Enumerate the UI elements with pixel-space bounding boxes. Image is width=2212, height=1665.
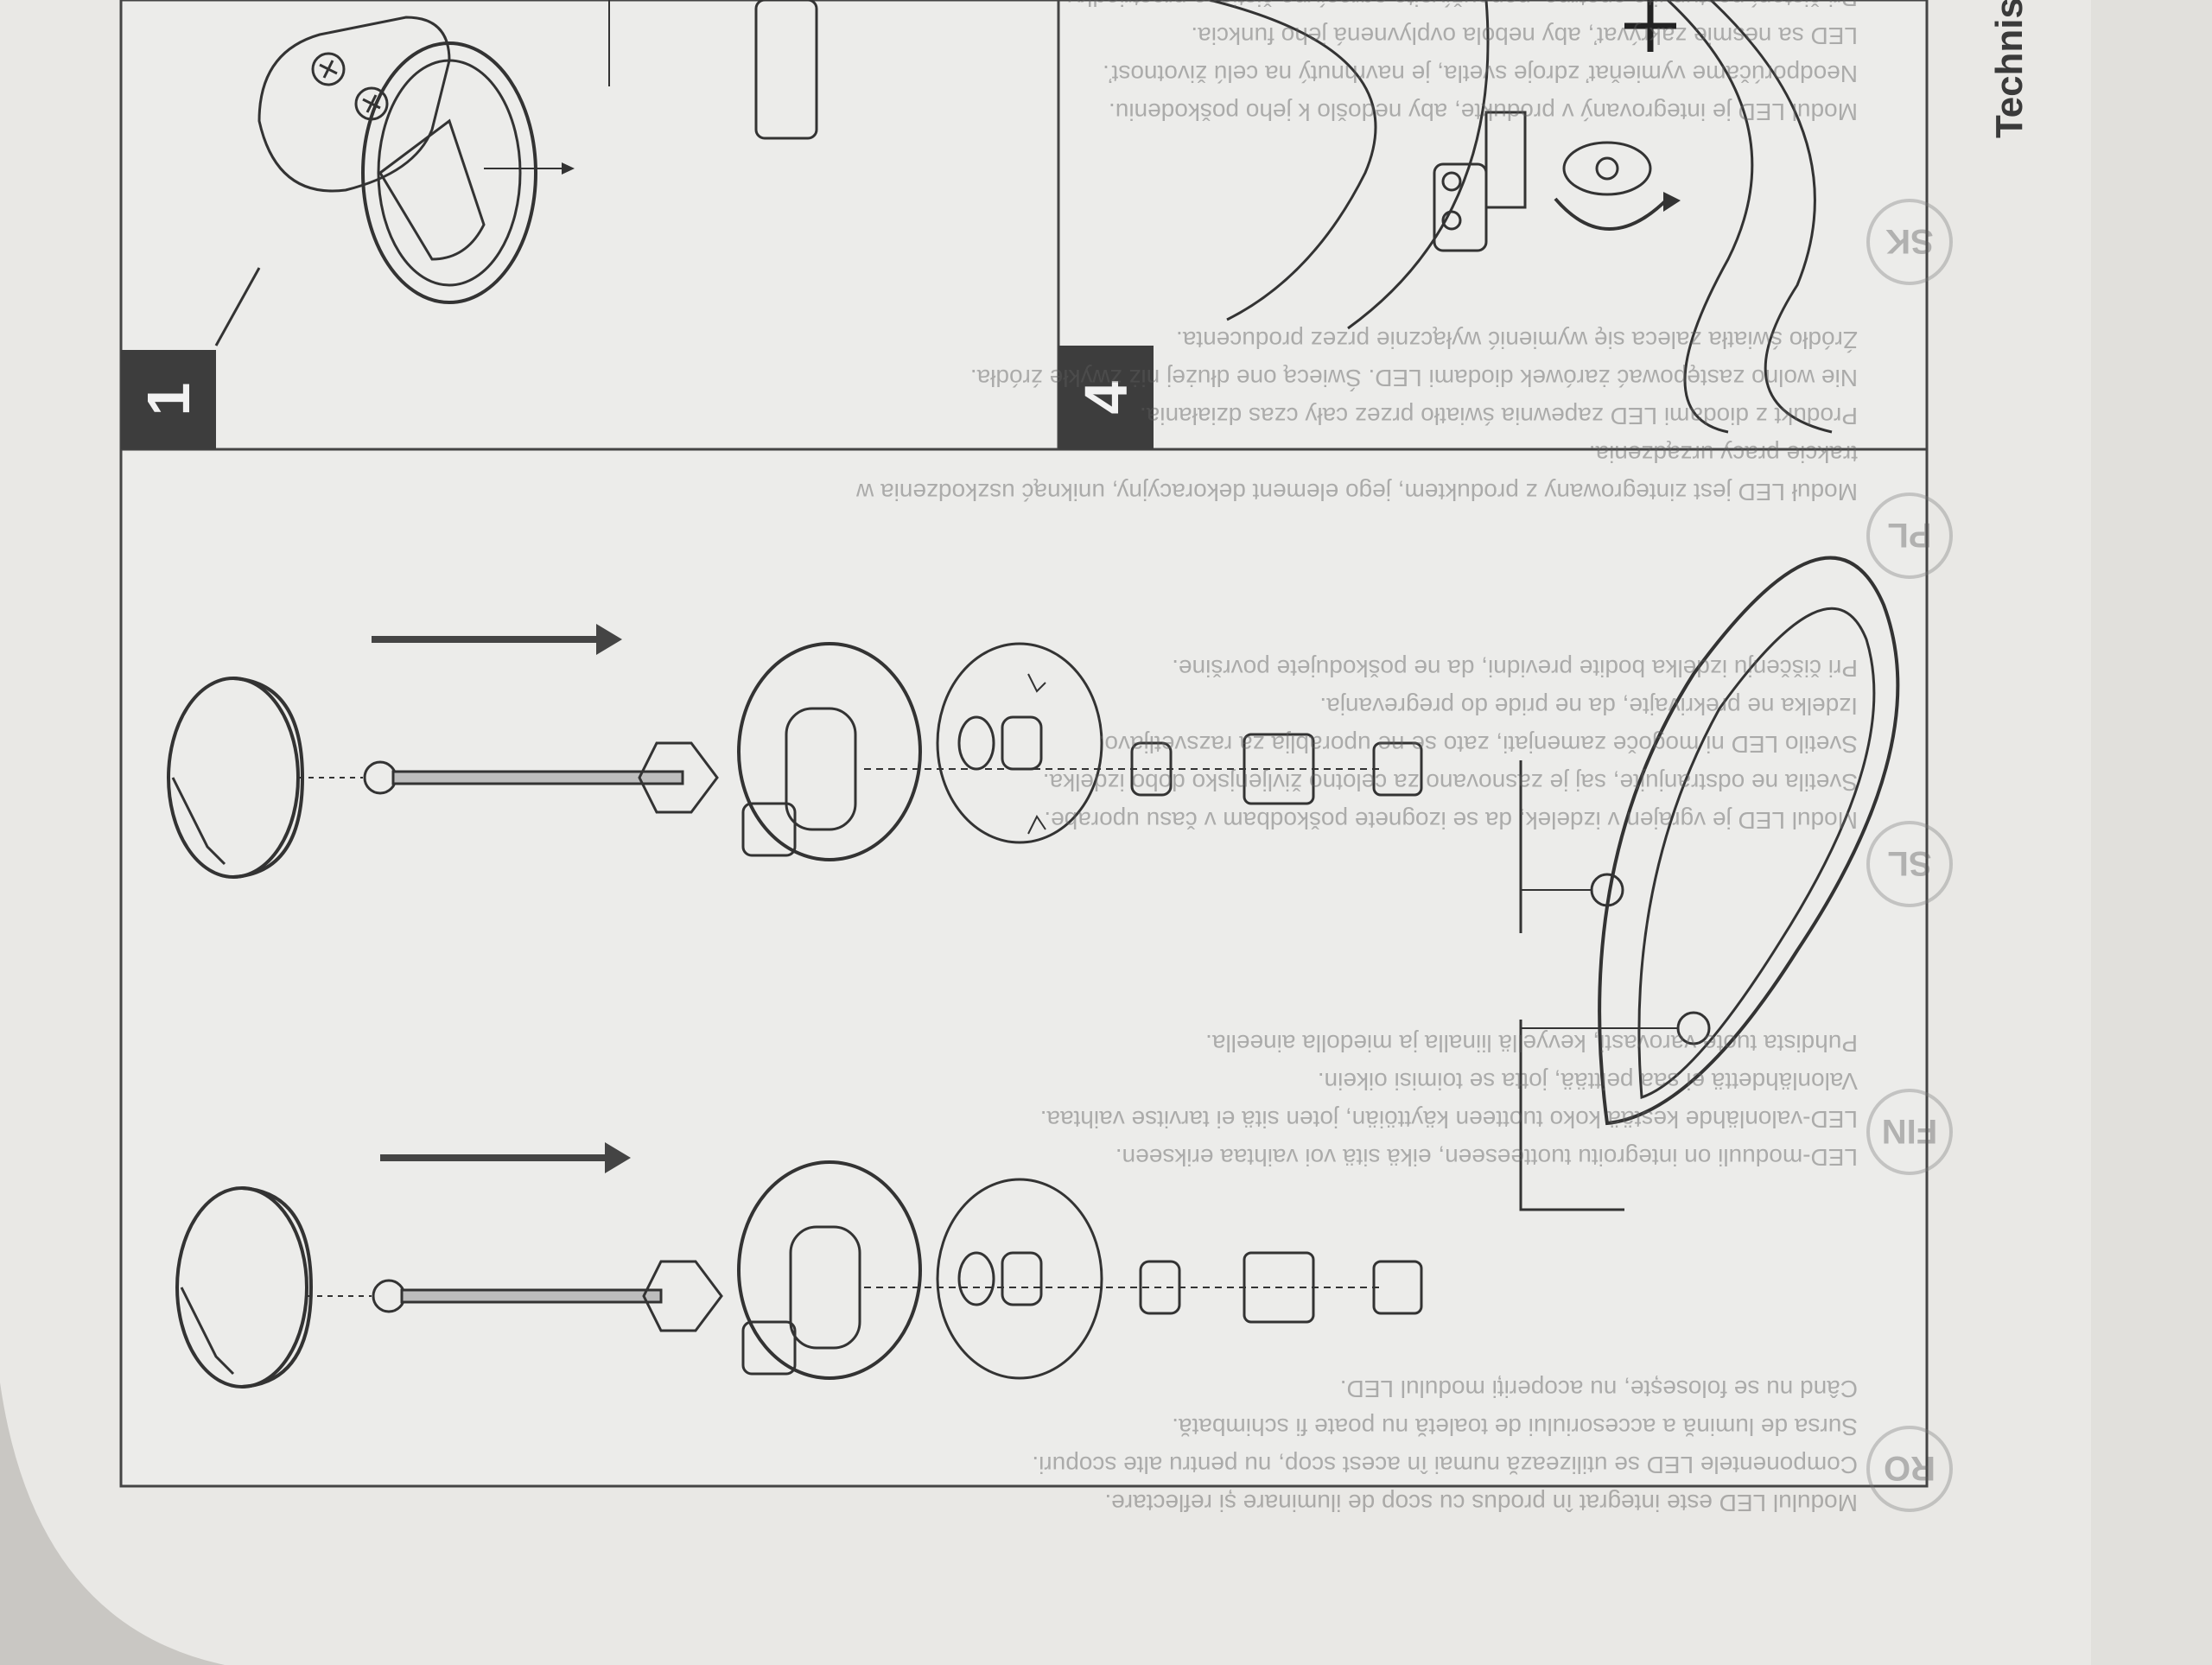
panel-1-badge xyxy=(121,350,216,449)
brand-label: Technis xyxy=(1988,0,2031,138)
svg-text:Svetilo LED ni mogoče zamenjat: Svetilo LED ni mogoče zamenjati, zato se… xyxy=(1098,731,1858,758)
exploded-assembly-a xyxy=(167,624,1423,879)
svg-text:trakcie pracy urządzenia.: trakcie pracy urządzenia. xyxy=(1589,441,1858,467)
panel-4-number: 4 xyxy=(1072,380,1140,414)
svg-text:Pri čiščenju izdelka bodite pr: Pri čiščenju izdelka bodite previdni, da… xyxy=(1172,655,1858,682)
svg-text:PL: PL xyxy=(1887,516,1931,554)
svg-text:LED sa nesmie zakrývať, aby ne: LED sa nesmie zakrývať, aby nebola ovply… xyxy=(1191,22,1858,49)
svg-text:SL: SL xyxy=(1887,844,1931,882)
svg-text:SK: SK xyxy=(1885,222,1934,260)
toilet-seat-diagram xyxy=(1519,556,1900,1211)
exploded-assembly-b xyxy=(175,1142,1423,1389)
svg-text:Modul LED je vgrajen v izdelek: Modul LED je vgrajen v izdelek, da se iz… xyxy=(1044,807,1858,834)
language-text-sl: Modul LED je vgrajen v izdelek, da se iz… xyxy=(1043,655,1858,834)
svg-text:Nie wolno zastępować żarówek d: Nie wolno zastępować żarówek diodami LED… xyxy=(970,365,1858,392)
svg-text:Źródło światła zaleca się wymi: Źródło światła zaleca się wymienić wyłąc… xyxy=(1176,327,1858,353)
page-shadow xyxy=(0,1382,225,1665)
svg-text:Izdelka ne prekrivajte, da ne: Izdelka ne prekrivajte, da ne pride do p… xyxy=(1319,693,1858,720)
svg-text:Componentele LED se utilizează: Componentele LED se utilizează numai în … xyxy=(1032,1452,1858,1478)
panel-4-badge xyxy=(1058,346,1154,449)
svg-text:Modul LED je integrovaný v pro: Modul LED je integrovaný v produkte, aby… xyxy=(1109,99,1858,125)
svg-text:Pri čistení postupujte opatrne: Pri čistení postupujte opatrne, nepoužív… xyxy=(1064,0,1858,11)
svg-text:Moduł LED jest zintegrowany z: Moduł LED jest zintegrowany z produktem,… xyxy=(855,479,1858,505)
svg-text:FIN: FIN xyxy=(1882,1112,1937,1150)
plus-icon xyxy=(1624,0,1676,52)
language-code-labels: SK PL SL FIN RO xyxy=(1882,222,1937,1487)
svg-text:Svetila ne odstranjujte, saj j: Svetila ne odstranjujte, saj je zasnovan… xyxy=(1043,769,1858,796)
svg-text:Când nu se folosește, nu acope: Când nu se folosește, nu acoperiți modul… xyxy=(1340,1376,1858,1402)
svg-text:Modulul LED este integrat în p: Modulul LED este integrat în produs cu s… xyxy=(1104,1490,1858,1516)
svg-text:LED-valonlähde kestää koko tuo: LED-valonlähde kestää koko tuotteen käyt… xyxy=(1040,1106,1858,1133)
language-text-fin: LED-moduuli on integroitu tuotteeseen, e… xyxy=(1040,1030,1858,1171)
screw-b xyxy=(400,1288,663,1304)
panel-4: 4 xyxy=(1058,0,1833,449)
svg-text:Produkt z diodami LED zapewnia: Produkt z diodami LED zapewnia światło p… xyxy=(1140,403,1858,429)
language-text-sk: Modul LED je integrovaný v produkte, aby… xyxy=(1064,0,1858,125)
svg-text:Neodporúčame vymieňať zdroje s: Neodporúčame vymieňať zdroje svetla, je … xyxy=(1103,60,1858,87)
panel-1-number: 1 xyxy=(135,383,202,416)
svg-text:Puhdista tuote varovasti, kevy: Puhdista tuote varovasti, kevyellä liina… xyxy=(1205,1030,1858,1057)
language-text-ro: Modulul LED este integrat în produs cu s… xyxy=(1032,1376,1858,1516)
language-badges xyxy=(1866,199,1953,1512)
brand-text: Technis xyxy=(1988,0,2031,138)
svg-text:Valonlähdettä ei saa peittää,: Valonlähdettä ei saa peittää, jotta se t… xyxy=(1318,1068,1858,1095)
page-right-edge xyxy=(2091,0,2212,1665)
svg-text:LED-moduuli on integroitu tuot: LED-moduuli on integroitu tuotteeseen, e… xyxy=(1116,1144,1858,1171)
illustration-frame xyxy=(119,0,1929,1488)
svg-text:RO: RO xyxy=(1884,1449,1936,1487)
language-text-pl: Moduł LED jest zintegrowany z produktem,… xyxy=(855,327,1858,505)
panel-1: 1 xyxy=(121,0,818,449)
svg-text:Sursa de lumină a accesoriului: Sursa de lumină a accesoriului de toalet… xyxy=(1172,1414,1858,1440)
screw-a xyxy=(391,770,684,785)
